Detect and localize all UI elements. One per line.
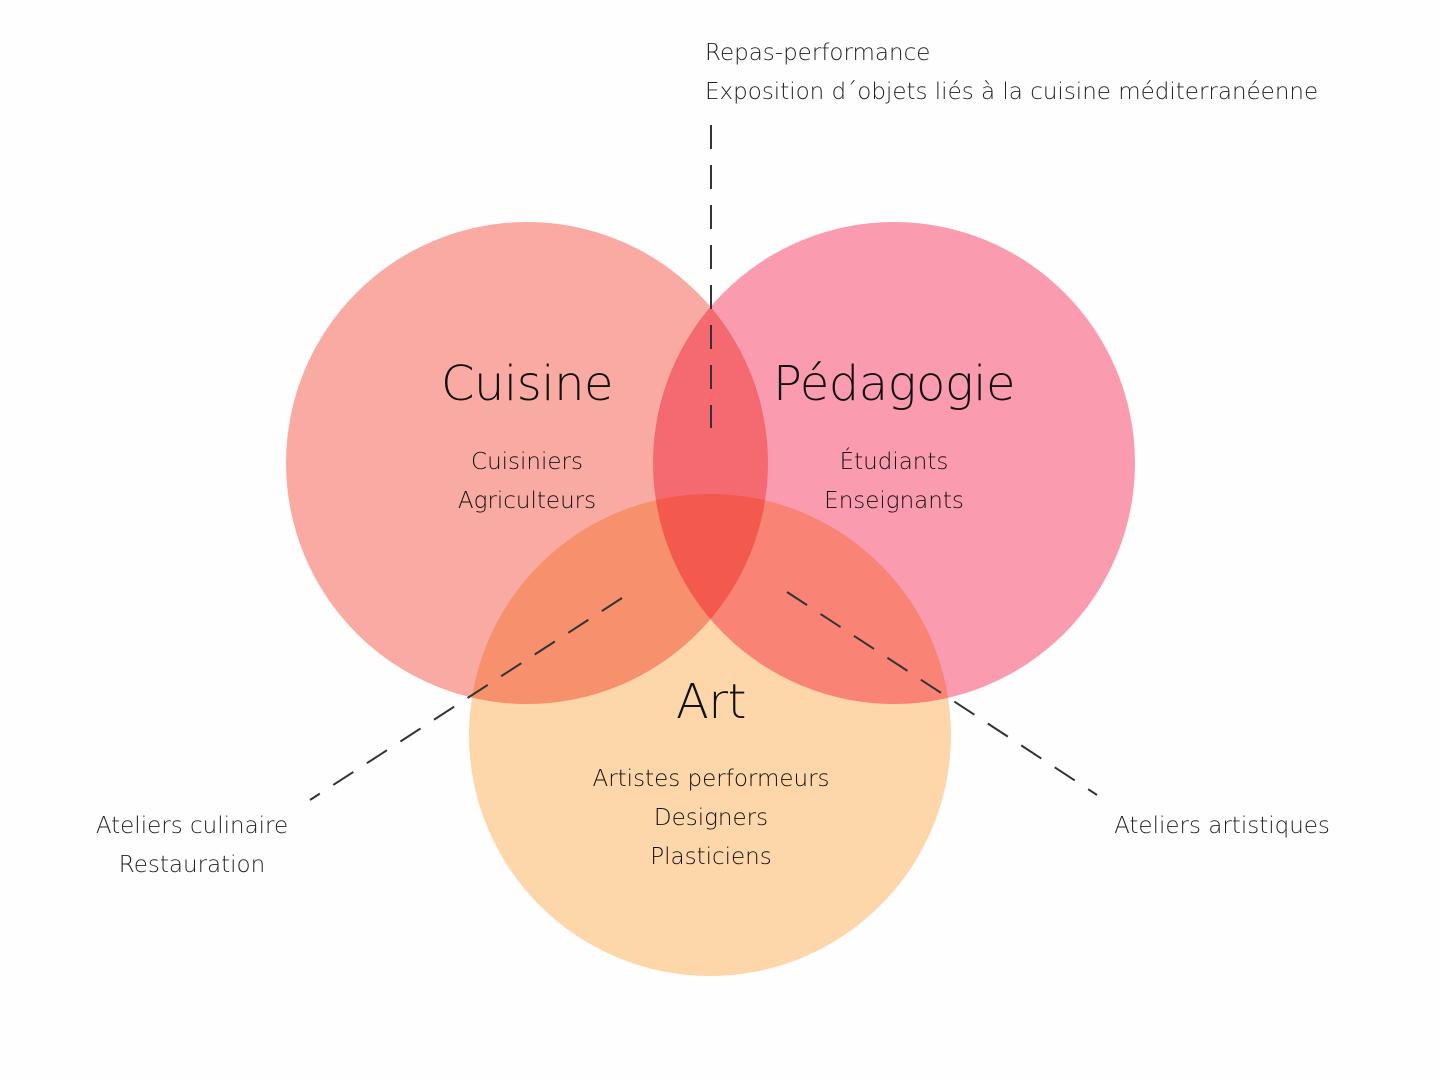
dashed-leader-right	[786, 591, 1098, 796]
art-item: Designers	[653, 805, 769, 831]
cuisine-items: Cuisiniers Agriculteurs	[427, 443, 627, 521]
annotation-line: Ateliers artistiques	[1114, 813, 1330, 839]
art-items: Artistes performeurs Designers Plasticie…	[561, 760, 861, 877]
pedagogie-item: Enseignants	[824, 488, 964, 514]
art-item: Plasticiens	[650, 844, 772, 870]
cuisine-title: Cuisine	[440, 356, 614, 412]
pedagogie-item: Étudiants	[839, 449, 949, 475]
annotation-line: Ateliers culinaire	[95, 813, 289, 839]
dashed-leader-left	[309, 597, 623, 801]
pedagogie-items: Étudiants Enseignants	[794, 443, 994, 521]
pedagogie-title: Pédagogie	[773, 356, 1016, 412]
art-title: Art	[676, 674, 746, 730]
cuisine-item: Cuisiniers	[471, 449, 583, 475]
cuisine-item: Agriculteurs	[457, 488, 597, 514]
annotation-top: Repas-performance Exposition d´objets li…	[705, 34, 1318, 112]
annotation-line: Repas-performance	[705, 40, 931, 66]
annotation-line: Exposition d´objets liés à la cuisine mé…	[705, 79, 1319, 105]
circle-art	[469, 494, 951, 976]
art-item: Artistes performeurs	[592, 766, 830, 792]
annotation-line: Restauration	[118, 852, 266, 878]
annotation-left: Ateliers culinaire Restauration	[92, 807, 292, 885]
annotation-right: Ateliers artistiques	[1112, 807, 1332, 846]
